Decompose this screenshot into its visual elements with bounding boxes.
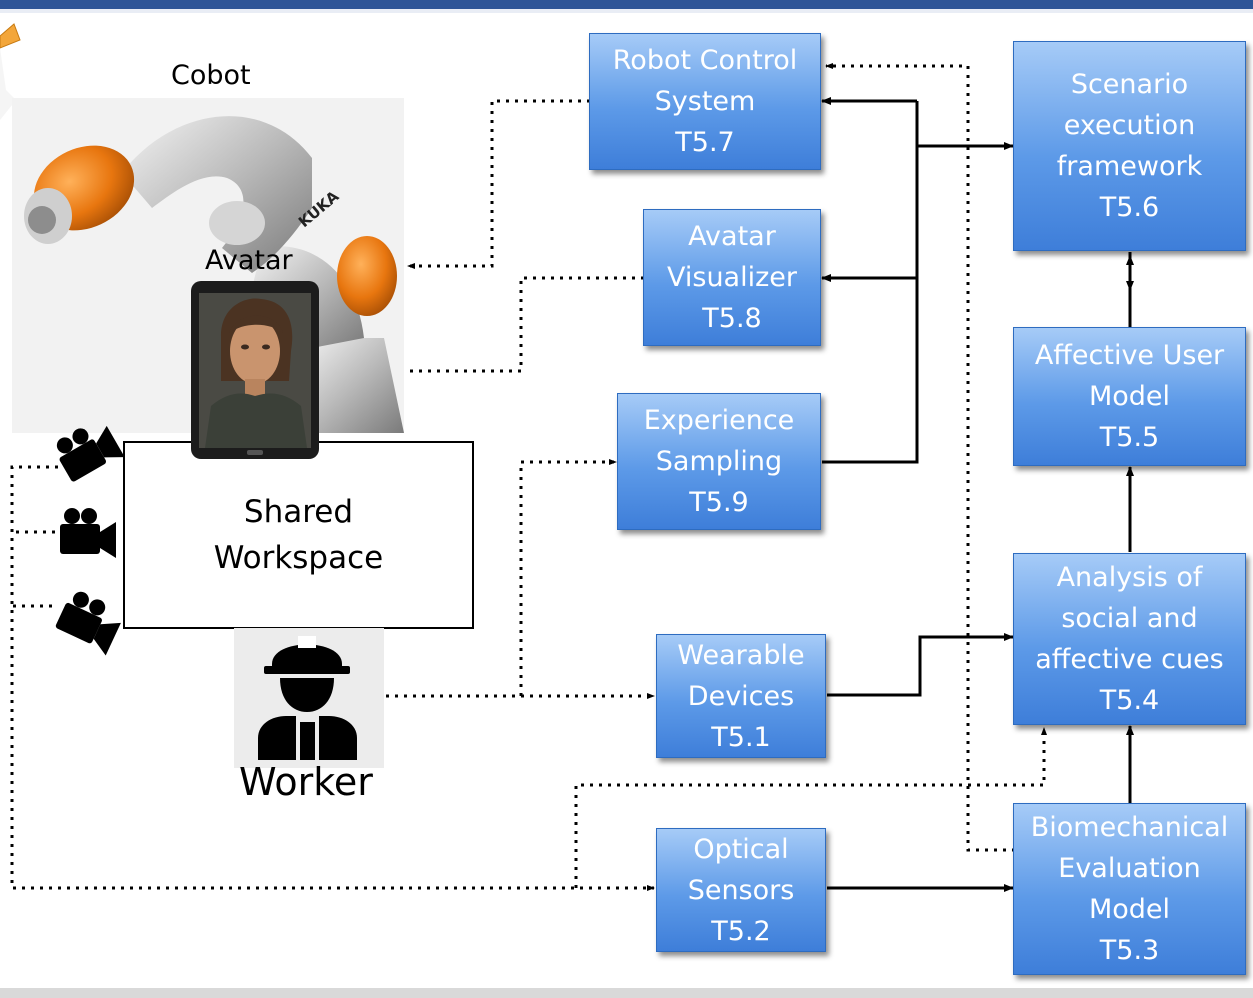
box-t54-line1: Analysis of — [1056, 562, 1203, 593]
box-t53-line3: Model — [1088, 894, 1171, 925]
video-camera-icon — [56, 425, 124, 482]
dots-t53-to-t57 — [825, 63, 1015, 852]
line-t51-to-t54 — [827, 633, 1014, 697]
avatar-visualizer-box: Avatar Visualizer T5.8 — [643, 209, 821, 346]
header-bar-shadow — [0, 9, 1253, 13]
box-t57-line2: System — [654, 86, 756, 117]
box-t52-line1: Optical — [693, 833, 789, 865]
box-t53-line1: Biomechanical — [1030, 812, 1229, 843]
affective-user-model-box: Affective User Model T5.5 — [1013, 327, 1246, 466]
scenario-execution-framework-box: Scenario execution framework T5.6 — [1013, 41, 1246, 251]
box-t56-line3: framework — [1056, 151, 1203, 182]
wearable-devices-box: Wearable Devices T5.1 — [656, 634, 826, 758]
shared-workspace-box: Shared Workspace — [123, 441, 474, 629]
dots-t57-to-cobot — [407, 99, 590, 269]
box-t59-line3: T5.9 — [689, 487, 749, 518]
worker-icon — [258, 636, 357, 760]
worker-label: Worker — [239, 760, 373, 804]
box-t54-line4: T5.4 — [1099, 685, 1160, 716]
avatar-tablet-image — [191, 281, 319, 459]
box-t53-line2: Evaluation — [1058, 853, 1201, 884]
biomechanical-evaluation-model-box: Biomechanical Evaluation Model T5.3 — [1013, 803, 1246, 975]
cobot-label: Cobot — [171, 60, 251, 91]
robot-control-system-box: Robot Control System T5.7 — [589, 33, 821, 170]
box-t57-line3: T5.7 — [675, 127, 735, 158]
box-t52-line3: T5.2 — [711, 915, 771, 947]
optical-sensors-box: Optical Sensors T5.2 — [656, 828, 826, 952]
social-affective-cues-analysis-box: Analysis of social and affective cues T5… — [1013, 553, 1246, 725]
box-t52-line2: Sensors — [687, 874, 795, 906]
workspace-title-line1: Shared — [243, 494, 354, 530]
box-t58-line1: Avatar — [688, 221, 776, 252]
box-t55-line1: Affective User — [1034, 340, 1225, 371]
box-t53-line4: T5.3 — [1099, 935, 1160, 966]
header-bar — [0, 0, 1253, 9]
cobot-arm-image: KUKA — [24, 116, 404, 433]
box-t55-line3: T5.5 — [1099, 422, 1160, 453]
box-t54-line3: affective cues — [1035, 644, 1224, 675]
box-t57-line1: Robot Control — [612, 45, 798, 76]
box-t58-line3: T5.8 — [702, 303, 762, 334]
dots-branch-to-t59 — [519, 459, 617, 696]
box-t56-line2: execution — [1063, 110, 1196, 141]
box-t54-line2: social and — [1061, 603, 1198, 634]
dots-t58-to-avatar — [321, 276, 644, 374]
dotted-connectors — [10, 63, 1047, 891]
box-t51-line3: T5.1 — [711, 721, 771, 753]
experience-sampling-box: Experience Sampling T5.9 — [617, 393, 821, 530]
workspace-title-line2: Workspace — [213, 540, 384, 576]
video-camera-icon — [55, 591, 121, 656]
solid-connectors — [821, 97, 1134, 892]
box-t59-line1: Experience — [643, 405, 795, 436]
box-t59-line2: Sampling — [655, 446, 783, 477]
line-t59-to-hub — [822, 101, 919, 464]
box-t51-line1: Wearable — [677, 639, 805, 671]
camera-group — [55, 425, 124, 656]
avatar-label: Avatar — [205, 245, 293, 276]
video-camera-icon — [60, 508, 116, 558]
footer-bar — [0, 988, 1253, 998]
box-t58-line2: Visualizer — [667, 262, 797, 293]
box-t55-line2: Model — [1088, 381, 1171, 412]
box-t51-line2: Devices — [687, 680, 795, 712]
box-t56-line4: T5.6 — [1099, 192, 1160, 223]
box-t56-line1: Scenario — [1070, 69, 1189, 100]
